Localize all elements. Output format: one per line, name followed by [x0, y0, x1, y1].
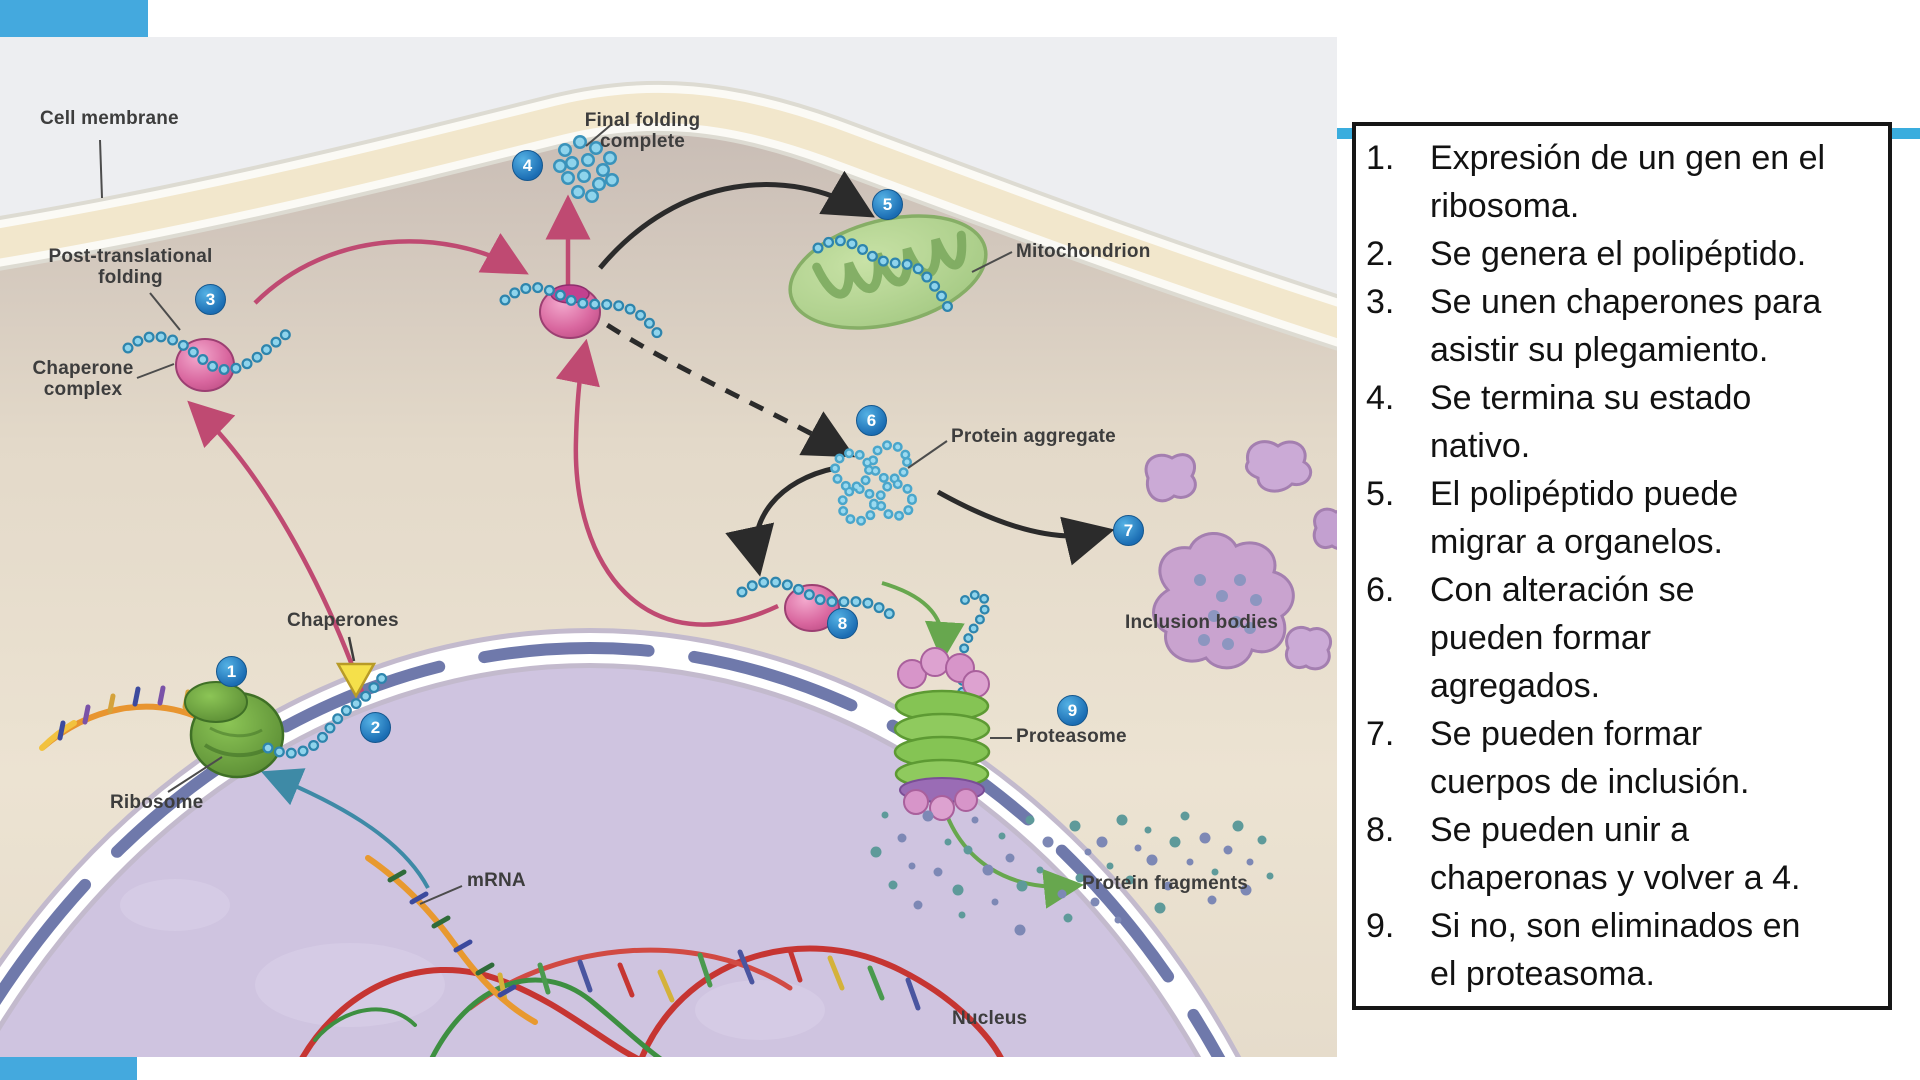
step-badge-2: 2 — [360, 712, 391, 743]
step-badge-7: 7 — [1113, 515, 1144, 546]
ribosome-pointer — [167, 756, 223, 793]
note-text: Se termina su estado nativo. — [1430, 379, 1752, 465]
cell-membrane-pointer — [99, 139, 103, 199]
accent-bar-bottom-left — [0, 1056, 137, 1080]
arrow-misfold-dashed — [583, 307, 856, 458]
note-text: El polipéptido puede migrar a organelos. — [1430, 475, 1739, 561]
arrow-mrna-to-ribosome — [260, 768, 430, 889]
note-item: 9. Si no, son eliminados en el proteasoma… — [1366, 902, 1882, 998]
proteasome-shape — [893, 589, 991, 821]
nuclear-envelope-segments — [0, 642, 1226, 1057]
chaperone-complex-central — [499, 281, 666, 344]
polypeptide-chain-nascent — [262, 667, 392, 759]
note-number: 6. — [1366, 571, 1395, 609]
note-item: 7. Se pueden formar cuerpos de inclusión. — [1366, 710, 1882, 806]
note-item: 5. El polipéptido puede migrar a organelo… — [1366, 470, 1882, 566]
protein-aggregate-pointer — [907, 440, 948, 469]
pathway-arrows — [187, 170, 1115, 909]
note-text: Se pueden formar cuerpos de inclusión. — [1430, 715, 1750, 801]
note-text: Se genera el polipéptido. — [1430, 235, 1807, 273]
note-item: 2. Se genera el polipéptido. — [1366, 230, 1882, 278]
note-item: 6. Con alteración se pueden formar agrega… — [1366, 566, 1882, 710]
post-translational-folding-label: Post-translational folding — [48, 246, 213, 288]
mrna-label: mRNA — [467, 870, 526, 891]
protein-folding-diagram: Cell membrane Post-translational folding… — [0, 37, 1337, 1057]
arrow-to-proteasome — [881, 581, 965, 662]
protein-aggregate-label: Protein aggregate — [951, 426, 1116, 447]
chaperone-complex-8 — [736, 576, 904, 632]
step-badge-3: 3 — [195, 284, 226, 315]
step-badge-4: 4 — [512, 150, 543, 181]
note-text: Se pueden unir a chaperonas y volver a 4… — [1430, 811, 1801, 897]
protein-fragments-dots — [870, 810, 1274, 936]
arrow-to-inclusion-bodies — [936, 489, 1115, 566]
note-text: Se unen chaperones para asistir su plega… — [1430, 283, 1822, 369]
note-number: 5. — [1366, 475, 1395, 513]
step-badge-5: 5 — [872, 189, 903, 220]
final-folding-pointer — [585, 123, 613, 147]
folded-protein — [553, 135, 619, 203]
arrow-return-to-folding — [555, 338, 779, 627]
note-number: 7. — [1366, 715, 1395, 753]
note-text: Si no, son eliminados en el proteasoma. — [1430, 907, 1801, 993]
mrna-pointer — [419, 885, 463, 905]
cell-membrane-band — [0, 80, 1337, 351]
note-number: 8. — [1366, 811, 1395, 849]
chaperone-complex-3 — [122, 325, 296, 392]
note-text: Expresión de un gen en el ribosoma. — [1430, 139, 1826, 225]
note-item: 4. Se termina su estado nativo. — [1366, 374, 1882, 470]
note-number: 1. — [1366, 139, 1395, 177]
chaperone-complex-label: Chaperone complex — [32, 358, 134, 400]
note-number: 2. — [1366, 235, 1395, 273]
note-number: 3. — [1366, 283, 1395, 321]
ribosome-label: Ribosome — [110, 792, 204, 813]
chaperone-complex-pointer — [136, 363, 175, 379]
note-text: Con alteración se pueden formar agregado… — [1430, 571, 1695, 705]
arrow-polypeptide-to-chaperone — [187, 400, 365, 693]
arrow-folding-progress — [253, 233, 529, 305]
post-translational-pointer — [149, 292, 181, 331]
arrow-aggregate-to-chaperone — [725, 465, 837, 577]
arrow-to-mitochondrion — [598, 170, 875, 270]
mitochondrion-label: Mitochondrion — [1016, 241, 1151, 262]
final-folding-complete-label: Final folding complete — [584, 110, 701, 152]
chaperones-label: Chaperones — [287, 610, 399, 631]
mitochondrion-group — [788, 214, 988, 330]
dna-art — [299, 855, 1004, 1057]
protein-fragments-label: Protein fragments — [1082, 873, 1248, 894]
step-badge-8: 8 — [827, 608, 858, 639]
inclusion-bodies-label: Inclusion bodies — [1125, 612, 1279, 633]
chaperones-pointer — [347, 636, 356, 662]
chaperones-triangle-icon — [335, 662, 377, 699]
accent-bar-top-left — [0, 0, 148, 37]
step-badge-1: 1 — [216, 656, 247, 687]
mitochondrion-pointer — [971, 251, 1013, 273]
label-pointers — [99, 123, 1013, 905]
ribosome-small-subunit — [184, 681, 248, 723]
note-item: 8. Se pueden unir a chaperonas y volver a… — [1366, 806, 1882, 902]
protein-aggregate-shape — [830, 440, 917, 526]
inclusion-bodies-shape — [1144, 440, 1337, 671]
note-number: 4. — [1366, 379, 1395, 417]
proteasome-label: Proteasome — [1016, 726, 1127, 747]
note-number: 9. — [1366, 907, 1395, 945]
ribosome-group — [39, 681, 285, 779]
notes-box: 1. Expresión de un gen en el ribosoma. 2.… — [1352, 122, 1892, 1010]
step-badge-6: 6 — [856, 405, 887, 436]
note-item: 1. Expresión de un gen en el ribosoma. — [1366, 134, 1882, 230]
step-badge-9: 9 — [1057, 695, 1088, 726]
note-item: 3. Se unen chaperones para asistir su ple… — [1366, 278, 1882, 374]
nucleus-label: Nucleus — [952, 1008, 1028, 1029]
cell-membrane-label: Cell membrane — [40, 108, 179, 129]
